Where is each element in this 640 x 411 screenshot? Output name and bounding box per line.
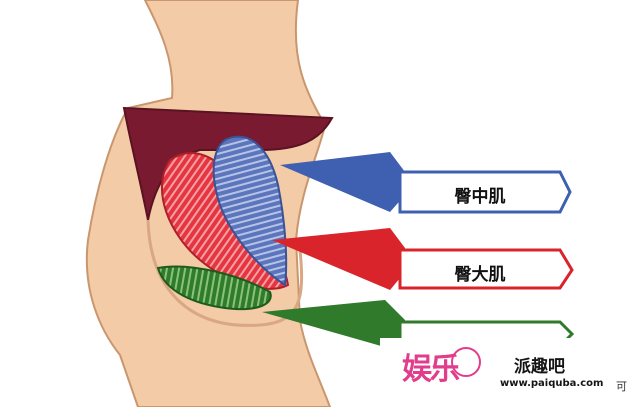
gluteus-medius-label-box — [398, 170, 572, 214]
green-muscle-arrow — [262, 300, 405, 348]
gluteus-maximus-label: 臀大肌 — [454, 265, 506, 285]
lower-green-muscle — [156, 265, 272, 311]
gluteus-medius-arrow — [280, 152, 405, 212]
watermark-logo: 娱乐 — [402, 352, 460, 387]
gluteus-medius-muscle — [212, 135, 288, 287]
watermark-badge — [451, 347, 481, 377]
watermark-overlay — [380, 338, 610, 396]
edge-character: 可 — [616, 380, 627, 393]
gluteus-medius-label: 臀中肌 — [454, 187, 506, 207]
gluteus-maximus-label-box — [398, 248, 574, 290]
watermark-site-name: 派趣吧 — [514, 357, 565, 377]
gluteus-maximus-arrow — [272, 228, 405, 290]
watermark-url: www.paiquba.com — [500, 378, 604, 389]
